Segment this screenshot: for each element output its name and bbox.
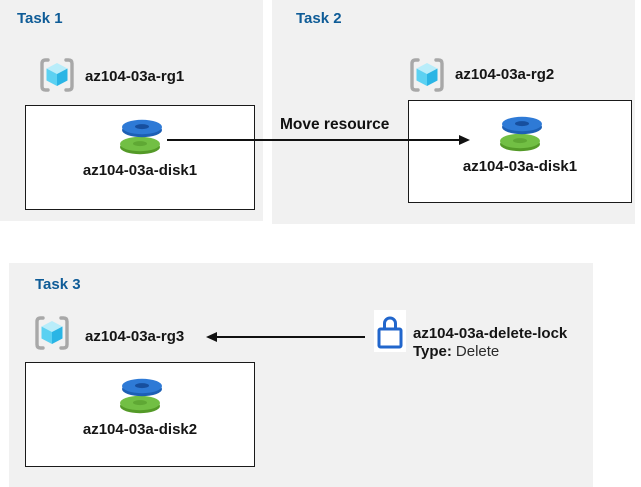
- delete-lock-type: Type:Delete: [413, 343, 499, 361]
- lock-type-value: Delete: [455, 343, 500, 360]
- disk-icon: [118, 117, 164, 162]
- lock-icon: [374, 310, 406, 352]
- task-2-title: Task 2: [296, 10, 342, 27]
- disk-label: az104-03a-disk1: [462, 158, 578, 175]
- delete-lock-arrow-line: [216, 336, 365, 338]
- delete-lock-arrowhead: [206, 332, 217, 342]
- move-resource-label: Move resource: [280, 116, 390, 133]
- resource-group-label: az104-03a-rg1: [85, 68, 185, 85]
- resource-group-label: az104-03a-rg3: [85, 328, 185, 345]
- move-resource-arrow-line: [167, 139, 461, 141]
- resource-group-icon: [406, 55, 448, 100]
- delete-lock-name: az104-03a-delete-lock: [413, 325, 568, 342]
- resource-box: az104-03a-disk1: [408, 100, 632, 203]
- disk-label: az104-03a-disk2: [82, 421, 198, 438]
- task-1-title: Task 1: [17, 10, 63, 27]
- task-3-title: Task 3: [35, 276, 81, 293]
- resource-box: az104-03a-disk1: [25, 105, 255, 210]
- resource-box: az104-03a-disk2: [25, 362, 255, 467]
- resource-group-icon: [36, 55, 78, 100]
- move-resource-arrowhead: [459, 135, 470, 145]
- disk-icon: [118, 376, 164, 421]
- disk-icon: [498, 114, 544, 159]
- disk-label: az104-03a-disk1: [82, 162, 198, 179]
- resource-group-label: az104-03a-rg2: [455, 66, 555, 83]
- resource-group-icon: [31, 313, 73, 358]
- lock-type-label: Type:: [413, 343, 452, 360]
